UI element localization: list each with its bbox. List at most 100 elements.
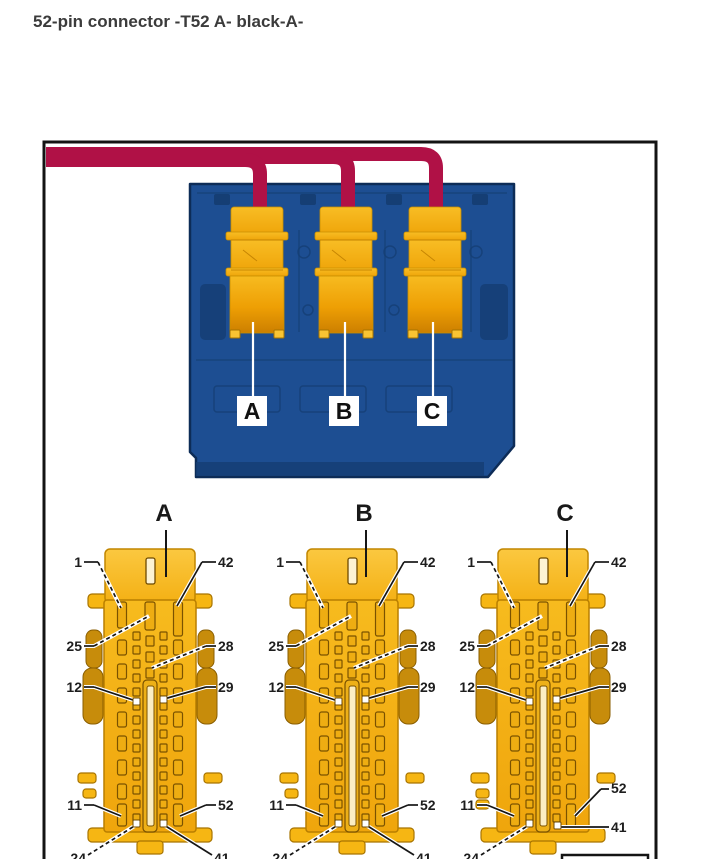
pin-slot — [374, 663, 386, 680]
pin-marker — [525, 697, 534, 706]
pin-hole — [525, 729, 534, 739]
side-ledge — [77, 772, 97, 784]
module-connector-label: C — [417, 322, 447, 426]
connector-letter: A — [244, 398, 261, 424]
pin-slot — [172, 663, 184, 680]
pin-hole — [552, 799, 561, 809]
pin-leader-line — [486, 615, 543, 647]
pin-callout: 28 — [218, 638, 234, 654]
pin-hole — [159, 771, 168, 781]
pin-leader-line — [353, 645, 409, 669]
pin-hole — [525, 771, 534, 781]
side-ear — [475, 667, 497, 725]
pin-callout: 1 — [74, 554, 82, 570]
pin-slot — [374, 735, 386, 752]
reference-box — [560, 853, 650, 859]
pin-hole — [525, 757, 534, 767]
pin-callout: 12 — [459, 679, 475, 695]
bottom-tab — [529, 840, 557, 855]
pin-leader-line — [93, 615, 150, 647]
pin-marker — [361, 695, 370, 704]
pin-callout: 11 — [269, 797, 284, 813]
pin-leader-line — [299, 561, 324, 609]
connector-part — [314, 231, 378, 241]
pin-marker — [553, 821, 562, 830]
side-ledge — [470, 772, 490, 784]
pin-callout: 41 — [214, 850, 230, 859]
pin-callout: 1 — [276, 554, 284, 570]
connector-letter: C — [424, 398, 441, 424]
pin-hole — [334, 757, 343, 767]
pin-leader-line — [93, 686, 137, 702]
pin-marker — [361, 819, 370, 828]
pin-hole — [132, 687, 141, 697]
pin-hole — [552, 743, 561, 753]
side-ledge — [405, 772, 425, 784]
pinout-connector-letter: B — [355, 500, 372, 527]
pin-callout: 11 — [67, 797, 82, 813]
pin-hole — [525, 687, 534, 697]
pin-hole — [525, 743, 534, 753]
pin-slot — [509, 639, 521, 656]
pin-hole — [334, 771, 343, 781]
pin-hole — [334, 715, 343, 725]
center-rib-slot — [146, 685, 155, 827]
pin-leader-line — [179, 804, 207, 817]
side-ear — [478, 629, 496, 669]
pin-marker — [552, 695, 561, 704]
wire-b — [46, 150, 355, 224]
pin-hole — [159, 743, 168, 753]
pin-hole — [525, 673, 534, 683]
connector-part — [229, 329, 241, 339]
pin-hole — [361, 729, 370, 739]
wire-c — [46, 147, 443, 224]
pin-slot — [509, 711, 521, 728]
connector-part — [225, 231, 289, 241]
pin-slot — [509, 735, 521, 752]
side-ear — [82, 667, 104, 725]
pin-hole — [552, 813, 561, 823]
pin-slot — [565, 663, 577, 680]
connector-part — [403, 231, 467, 241]
connector-part — [408, 239, 462, 271]
pin-slot — [509, 663, 521, 680]
side-ledge — [279, 772, 299, 784]
side-ear — [284, 667, 306, 725]
pin-leader-line — [490, 561, 515, 609]
nose-slot — [145, 557, 156, 585]
bottom-tab — [338, 840, 366, 855]
pin-slot — [318, 759, 330, 776]
pin-hole — [525, 631, 534, 641]
side-nub — [82, 788, 97, 799]
pin-slot — [318, 639, 330, 656]
pin-callout: 52 — [218, 797, 234, 813]
pin-leader-line — [87, 824, 137, 856]
pin-slot — [318, 663, 330, 680]
pin-callout: 42 — [420, 554, 436, 570]
pin-hole — [347, 667, 357, 679]
pin-hole — [334, 631, 343, 641]
pin-callout: 24 — [70, 850, 86, 859]
pin-slot — [318, 735, 330, 752]
pin-slot — [172, 783, 184, 800]
connector-part — [318, 329, 330, 339]
pin-hole — [159, 729, 168, 739]
side-ear — [398, 667, 420, 725]
pin-slot — [374, 711, 386, 728]
nose-slot — [538, 557, 549, 585]
connector-part — [314, 267, 378, 277]
connector-part — [230, 206, 284, 235]
wire-a — [46, 153, 267, 224]
connector-part — [451, 329, 463, 339]
pin-slot — [565, 639, 577, 656]
connector-part — [229, 275, 285, 334]
pin-leader-line — [480, 824, 530, 856]
label-box — [237, 396, 267, 426]
pin-slot — [172, 711, 184, 728]
top-connector-A — [225, 206, 289, 339]
connector-part — [230, 239, 284, 271]
pin-callout: 41 — [611, 819, 627, 835]
